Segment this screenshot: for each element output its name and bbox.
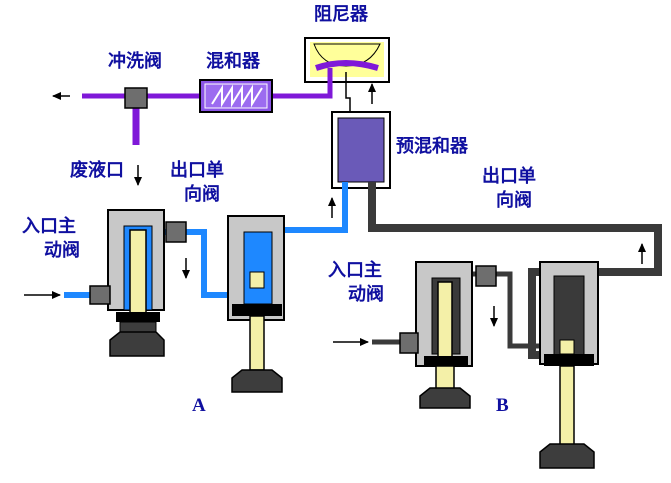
pump-a-inlet-valve — [89, 285, 111, 305]
damper-label: 阻尼器 — [314, 4, 368, 25]
premixer — [331, 111, 391, 189]
waste-port-label: 废液口 — [70, 160, 124, 181]
pump-b-outlet-check-label-1: 出口单 — [482, 166, 536, 187]
pump-b-outlet-check-label-2: 向阀 — [496, 190, 532, 211]
pump-a-outlet-check-label-2: 向阀 — [184, 184, 220, 205]
pump-a-inlet-valve-label-1: 入口主 — [22, 216, 76, 237]
pump-b-outlet-check-valve — [475, 265, 497, 287]
pump-a-outlet-check-label-1: 出口单 — [170, 160, 224, 181]
pump-b-label: B — [496, 395, 509, 416]
pump-a-outlet-check-valve — [165, 221, 187, 243]
pump-a-cylinder-2 — [227, 215, 285, 393]
pump-a-label: A — [192, 395, 206, 416]
flush-valve-label: 冲洗阀 — [108, 51, 162, 72]
mixer — [199, 79, 273, 113]
pump-b-cylinder-2 — [539, 261, 599, 469]
flow-arrows — [24, 83, 646, 346]
damper — [304, 37, 390, 83]
pump-a-inlet-valve-label-2: 动阀 — [44, 240, 80, 261]
premixer-label: 预混和器 — [396, 136, 468, 157]
pump-b-inlet-valve — [399, 332, 419, 354]
pump-b-cylinder-1 — [415, 261, 473, 409]
flush-valve — [124, 87, 148, 109]
pump-a-cylinder-1 — [107, 209, 165, 357]
pump-b-inlet-valve-label-1: 入口主 — [328, 260, 382, 281]
pump-b-inlet-valve-label-2: 动阀 — [348, 284, 384, 305]
mixer-label: 混和器 — [206, 51, 260, 72]
